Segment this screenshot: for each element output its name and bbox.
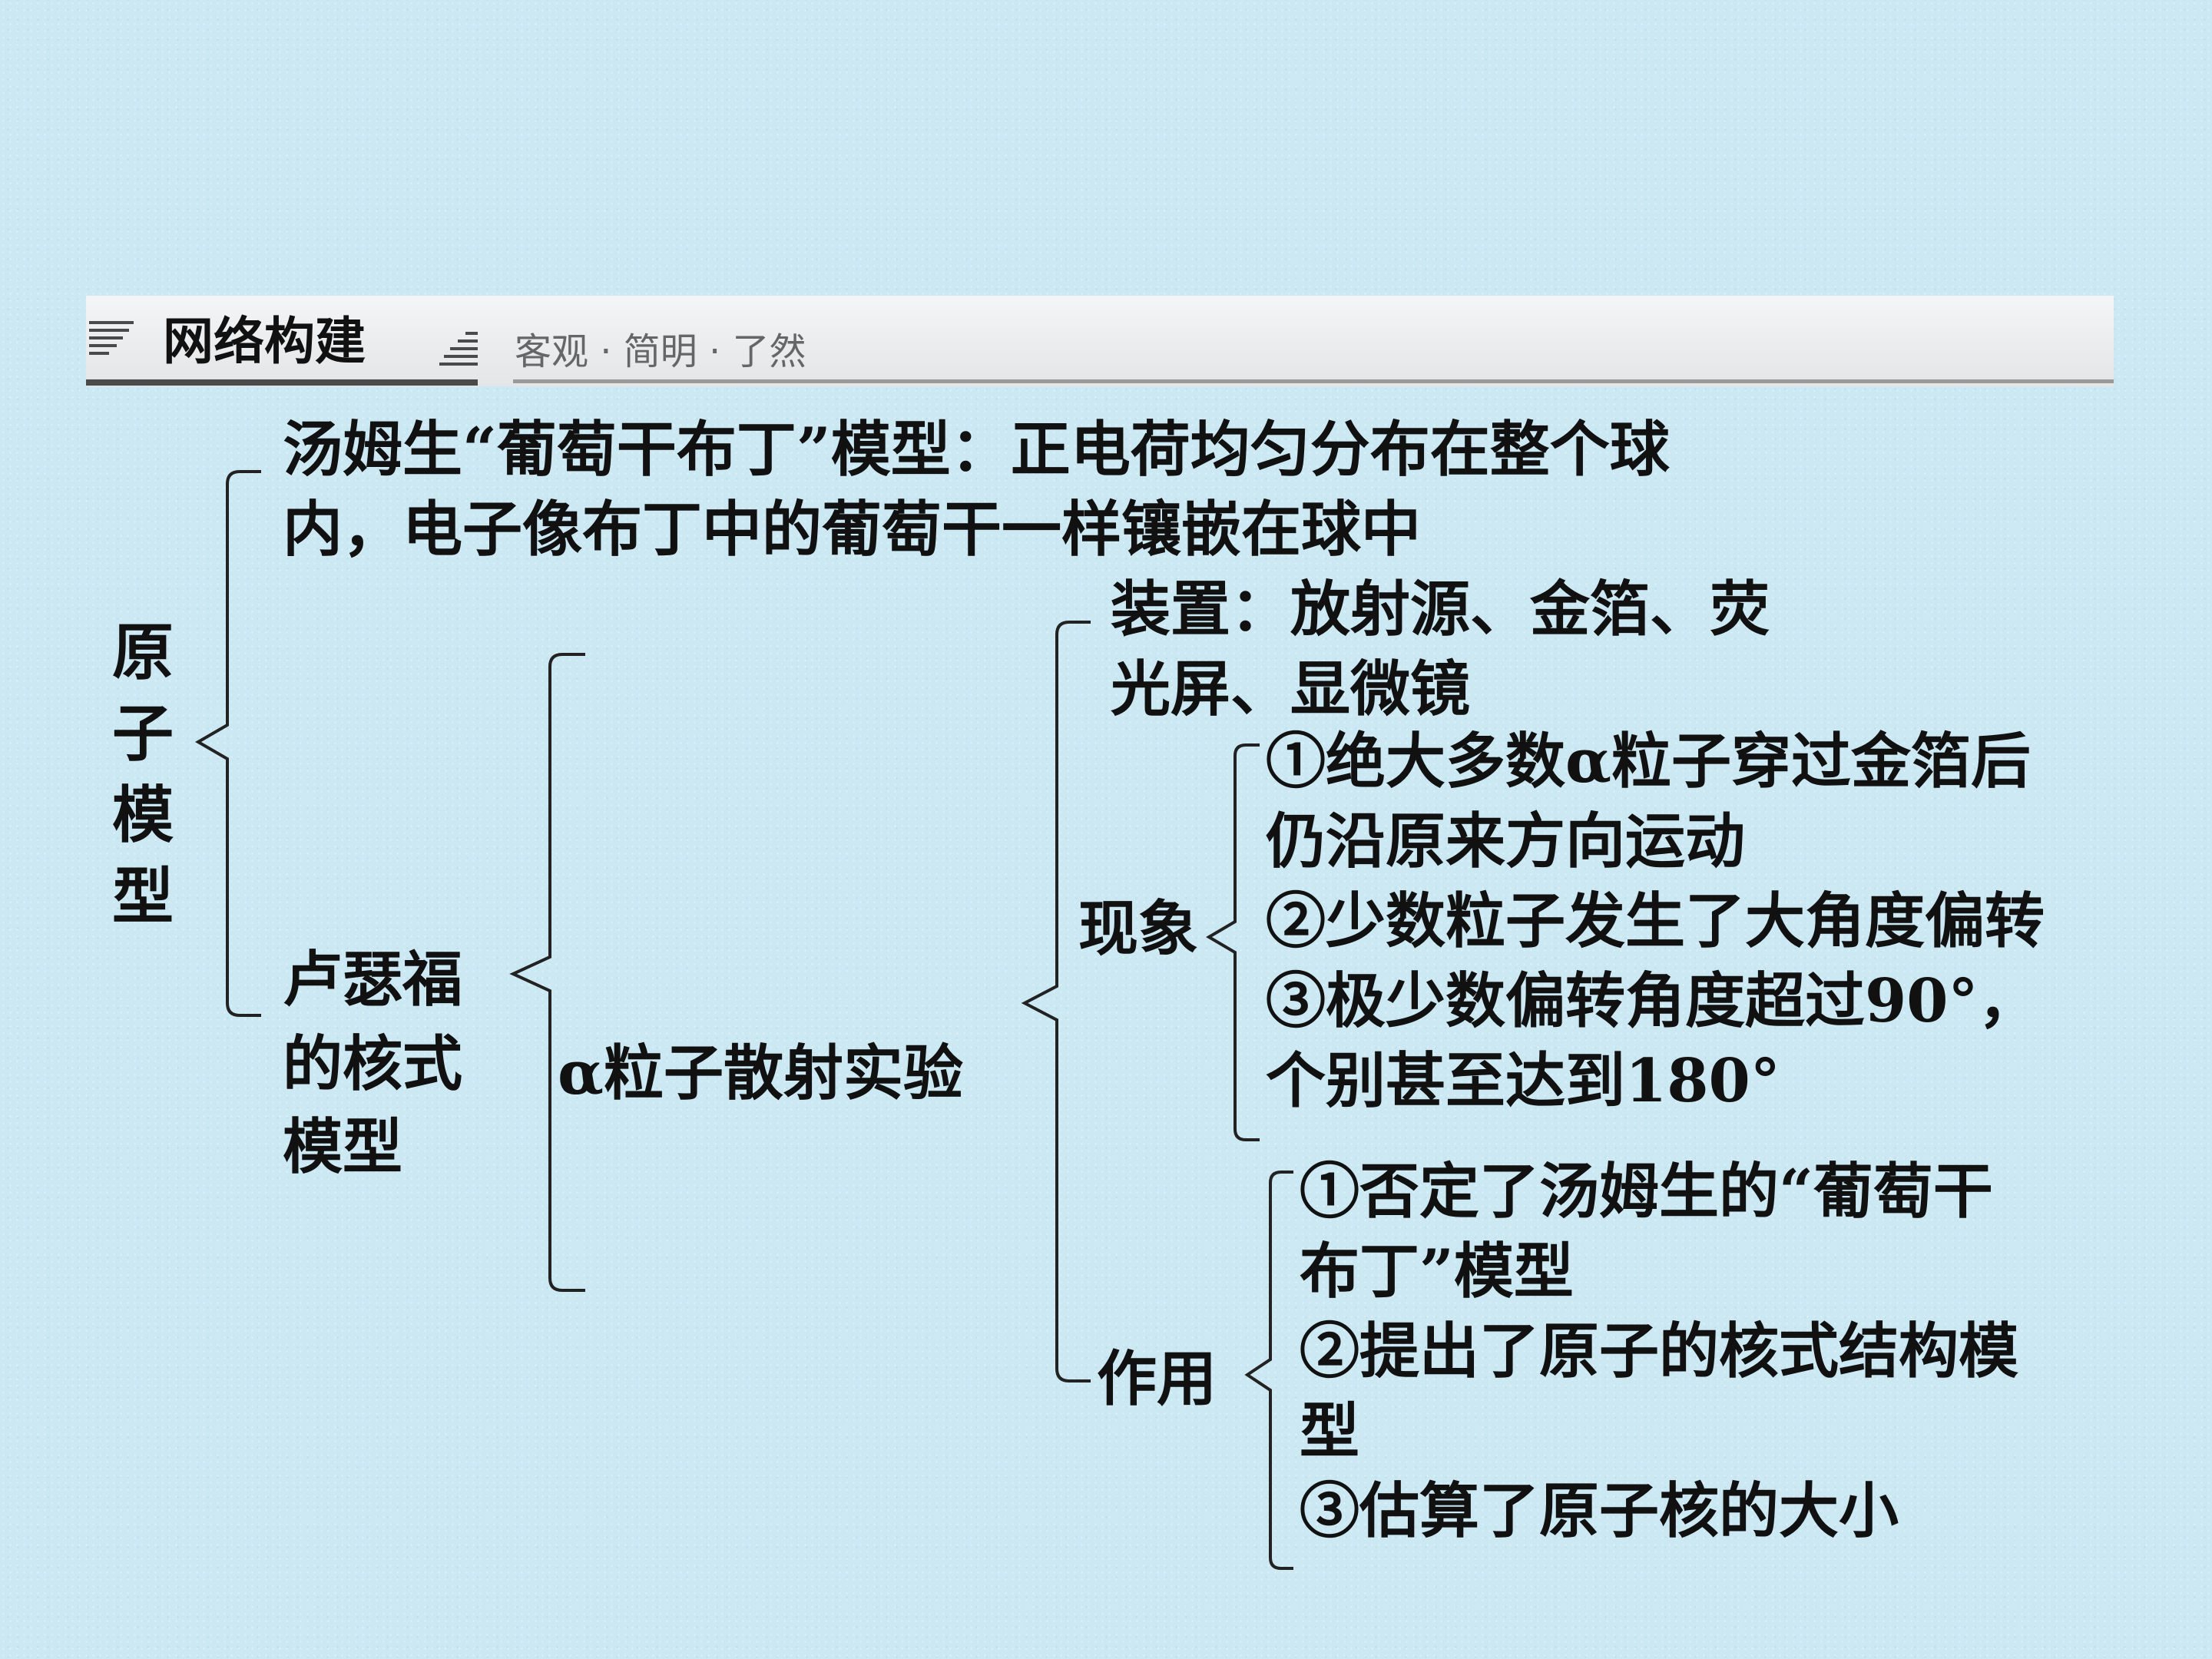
section-subtitle: 客观 · 简明 · 了然 (515, 330, 806, 373)
apparatus-line-2: 光屏、显微镜 (1111, 654, 1471, 724)
phenomena-line-1: ①绝大多数α粒子穿过金箔后 (1266, 727, 2032, 796)
banner-underline-dark (86, 379, 478, 386)
phenomena-line-3: ②少数粒子发生了大角度偏转 (1266, 886, 2045, 956)
phenomena-line-2: 仍沿原来方向运动 (1266, 806, 1746, 876)
section-title: 网络构建 (163, 312, 366, 371)
apparatus-line-1: 装置：放射源、金箔、荧 (1111, 575, 1770, 644)
rutherford-line-2: 的核式 (283, 1029, 463, 1099)
stair-lines-icon (439, 332, 478, 370)
thomson-line-2: 内，电子像布丁中的葡萄干一样镶嵌在球中 (283, 495, 1422, 565)
root-label-char-2: 子 (112, 697, 174, 770)
root-bracket (195, 470, 261, 1017)
effect-bracket (1244, 1171, 1293, 1570)
effect-line-4: 型 (1300, 1396, 1360, 1466)
section-banner (86, 296, 2114, 386)
experiment-label: α粒子散射实验 (558, 1038, 964, 1108)
phenomena-line-5: 个别甚至达到180° (1266, 1046, 1780, 1116)
banner-underline-light (513, 379, 2114, 383)
rutherford-line-3: 模型 (283, 1112, 403, 1182)
effect-label: 作用 (1097, 1344, 1217, 1414)
effect-line-3: ②提出了原子的核式结构模 (1300, 1316, 2019, 1386)
effect-line-5: ③估算了原子核的大小 (1300, 1476, 1899, 1546)
menu-lines-icon (89, 321, 134, 359)
effect-line-1: ①否定了汤姆生的“葡萄干 (1300, 1157, 1993, 1227)
root-label-char-3: 模 (112, 779, 174, 851)
root-label-char-1: 原 (112, 616, 174, 688)
phenomena-label: 现象 (1078, 894, 1199, 964)
thomson-line-1: 汤姆生“葡萄干布丁”模型：正电荷均匀分布在整个球 (283, 415, 1670, 485)
rutherford-line-1: 卢瑟福 (283, 945, 463, 1015)
effect-line-2: 布丁”模型 (1300, 1237, 1574, 1306)
experiment-bracket (1021, 621, 1091, 1382)
phenomena-line-4: ③极少数偏转角度超过90°， (1266, 966, 2038, 1036)
phenomena-bracket (1206, 743, 1260, 1141)
root-label-char-4: 型 (112, 860, 174, 932)
rutherford-bracket (509, 653, 585, 1292)
